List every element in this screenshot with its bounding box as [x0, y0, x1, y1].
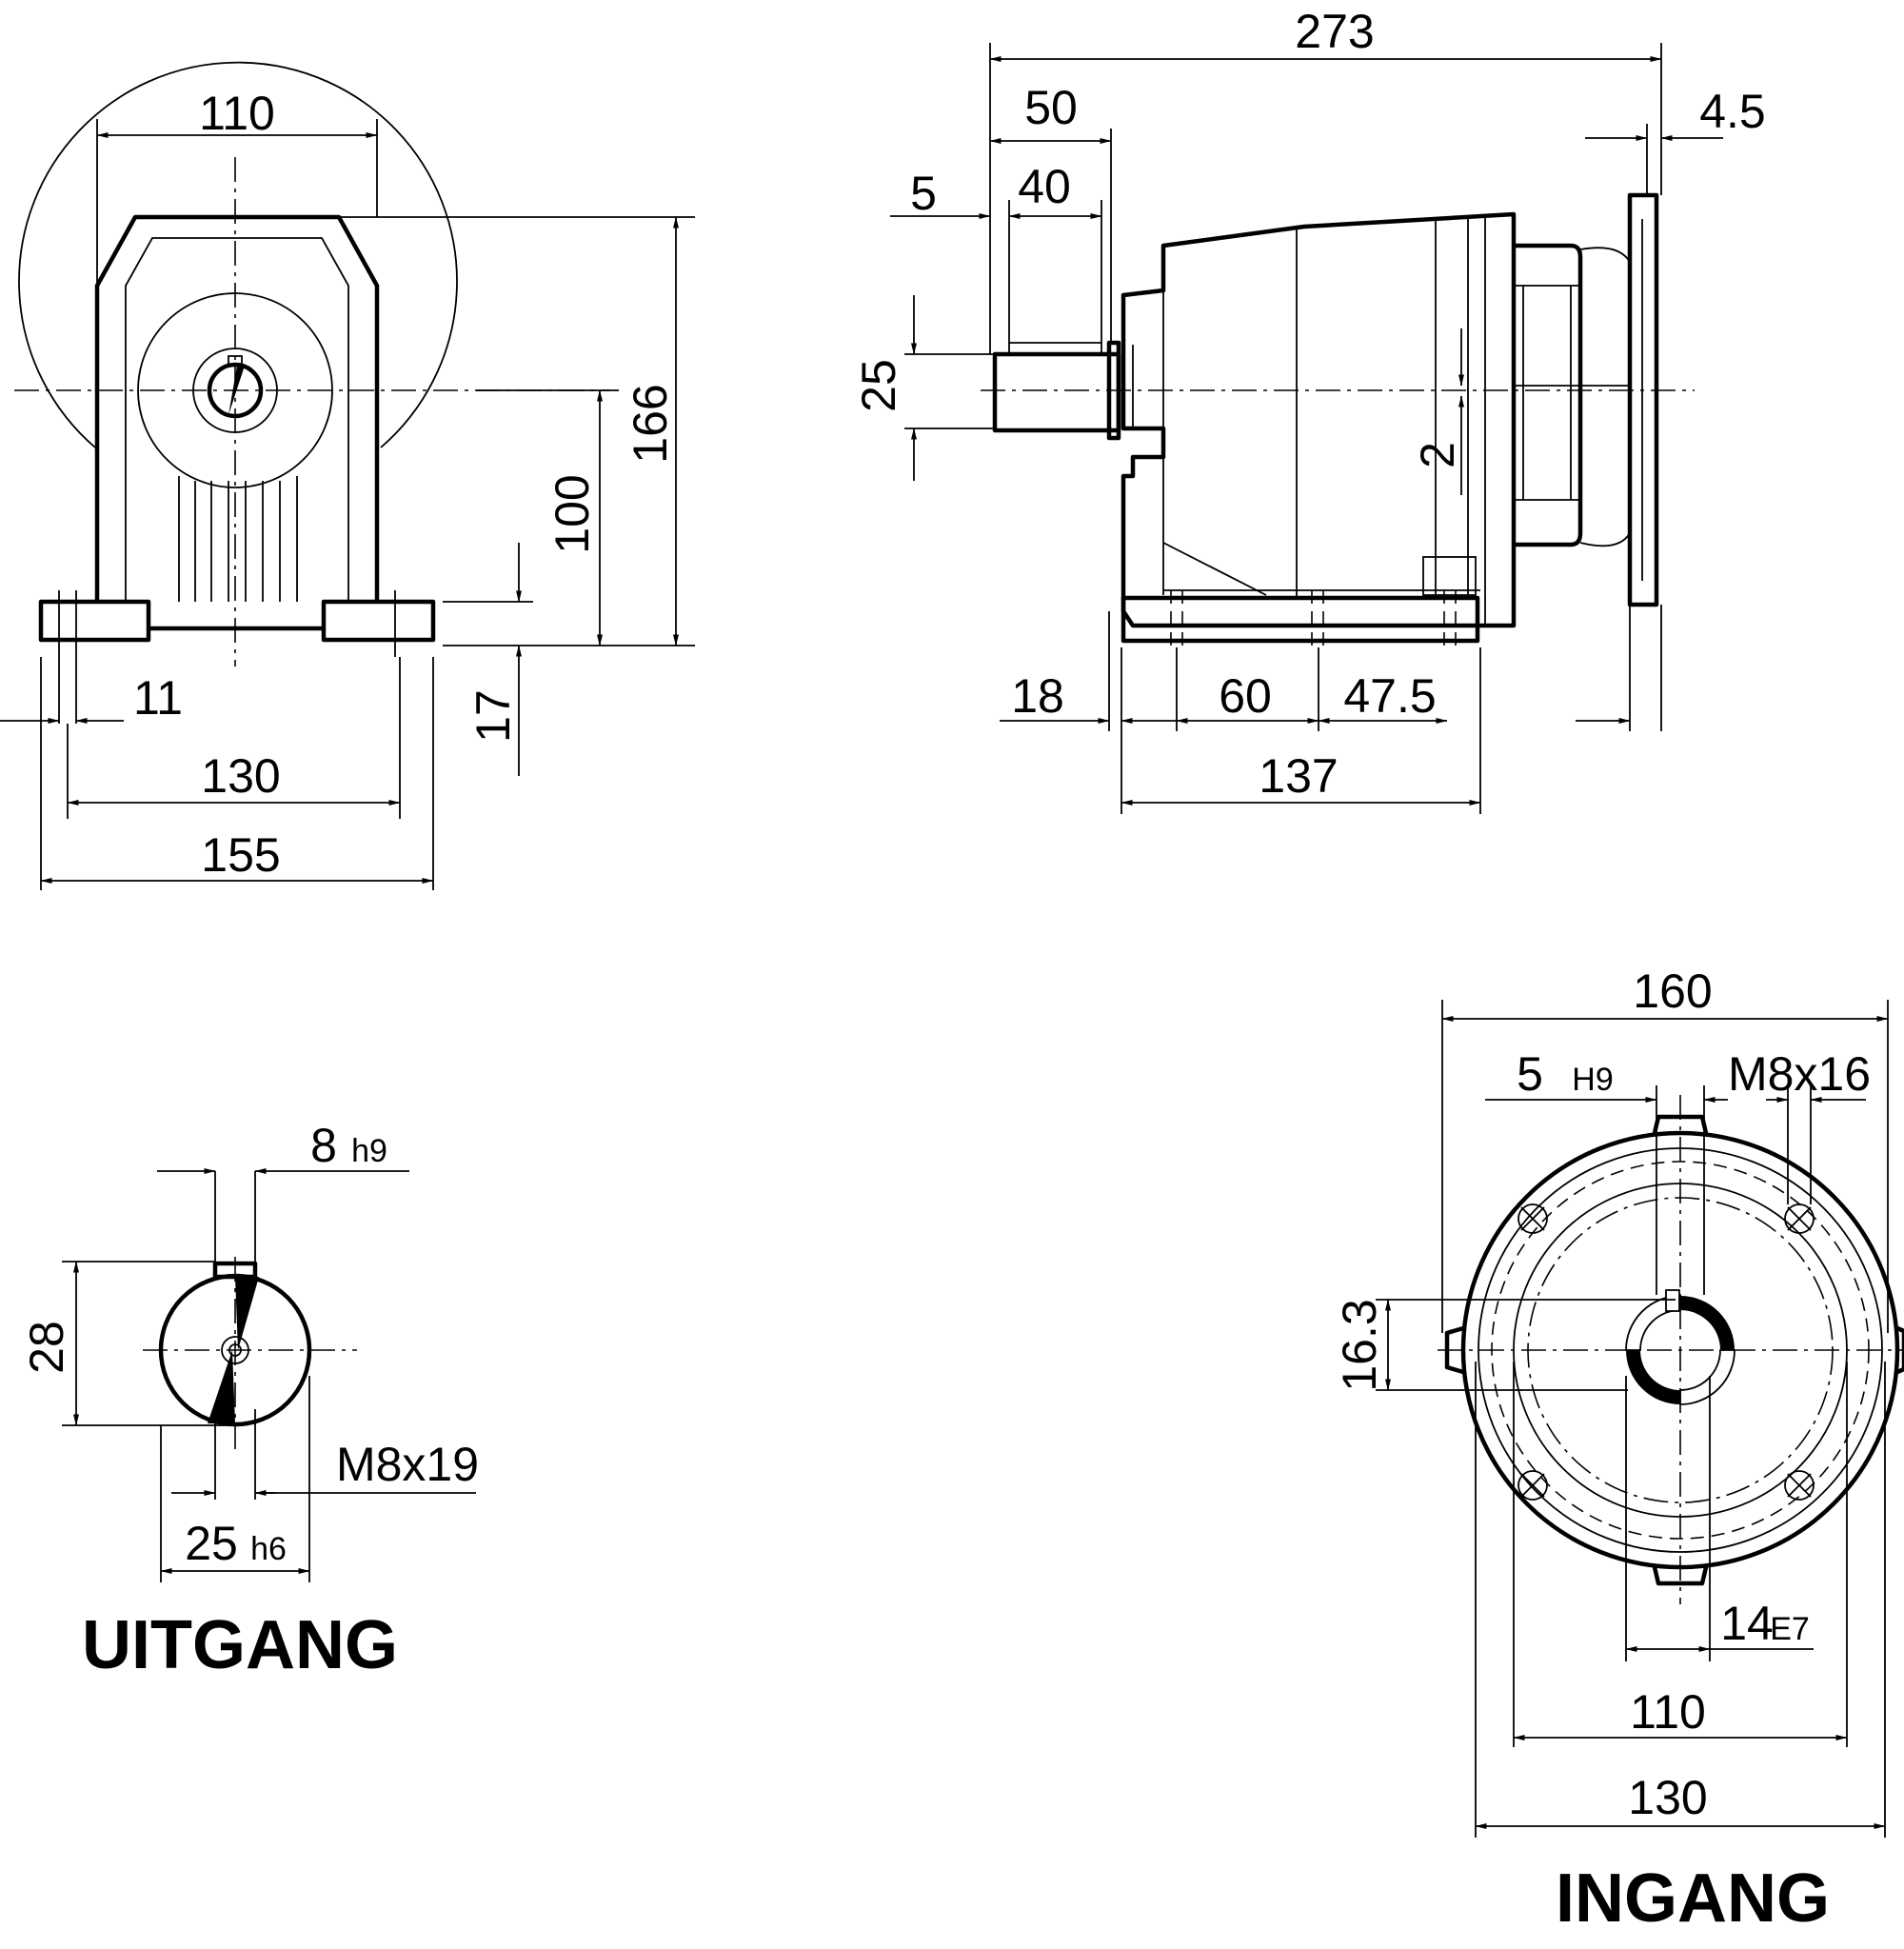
dim-foot-hole: 11 [133, 671, 183, 725]
dim-input-offset: 2 [1411, 442, 1464, 468]
dim-shaft-dia-side: 25 [852, 359, 905, 412]
input-flange-view: 160 5 H9 M8x16 16.3 14 E7 110 130 INGANG [1333, 965, 1904, 1937]
dim-key-width-in: 5 [1517, 1047, 1543, 1101]
dim-foot-thickness: 17 [466, 689, 520, 743]
dim-foot-length: 137 [1259, 749, 1338, 803]
dim-axis-height: 100 [545, 474, 599, 553]
dim-flange-thread: M8x16 [1728, 1047, 1871, 1101]
output-title: UITGANG [82, 1607, 398, 1683]
side-view: 273 50 40 5 4.5 25 2 18 60 47.5 137 [852, 5, 1766, 814]
dim-front-height: 166 [624, 384, 677, 463]
dim-foot-width: 155 [201, 828, 280, 882]
dim-key-length: 40 [1018, 160, 1071, 213]
dim-center-thread-out: M8x19 [336, 1438, 479, 1491]
dim-key-offset: 5 [910, 167, 937, 220]
dim-bore-key-depth: 16.3 [1333, 1299, 1386, 1391]
tol-key-width-out: h9 [351, 1133, 387, 1169]
dim-flange-dia: 160 [1633, 965, 1712, 1018]
front-view: 110 166 100 17 11 130 155 [0, 61, 695, 890]
dim-front-width: 110 [199, 87, 275, 140]
tol-key-width-in: H9 [1572, 1062, 1613, 1098]
dim-total-length: 273 [1295, 5, 1374, 58]
input-title: INGANG [1556, 1860, 1830, 1937]
dim-hole-pitch-2: 47.5 [1343, 669, 1436, 723]
dim-hole-pitch-1: 60 [1219, 669, 1272, 723]
dim-flange-thickness: 4.5 [1699, 85, 1766, 138]
output-shaft-view: 8 h9 28 M8x19 25 h6 UITGANG [20, 1119, 479, 1683]
dim-bore-dia: 14 [1720, 1597, 1774, 1650]
dim-flange-gap: 18 [1011, 669, 1064, 723]
tol-bore-dia: E7 [1770, 1611, 1810, 1647]
dim-hole-spacing: 130 [201, 749, 280, 803]
tol-shaft-dia-out: h6 [250, 1531, 287, 1567]
dim-shaft-height-out: 28 [20, 1321, 73, 1374]
dim-spigot-dia: 110 [1630, 1685, 1706, 1739]
dim-bolt-circle-dia: 130 [1628, 1771, 1707, 1824]
dim-shaft-dia-out: 25 [185, 1517, 238, 1570]
dim-key-width-out: 8 [310, 1119, 337, 1172]
dim-shaft-length: 50 [1024, 81, 1078, 134]
